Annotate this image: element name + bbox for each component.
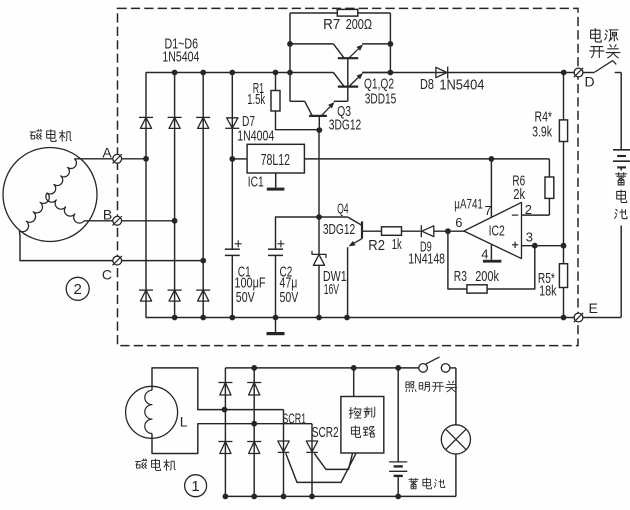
svg-text:6: 6 — [455, 215, 462, 230]
svg-text:1N4148: 1N4148 — [408, 251, 445, 267]
svg-text:C1: C1 — [238, 264, 251, 281]
svg-text:78L12: 78L12 — [261, 152, 290, 169]
svg-text:50V: 50V — [280, 289, 299, 306]
svg-text:200Ω: 200Ω — [346, 16, 372, 33]
svg-text:50V: 50V — [236, 289, 255, 306]
svg-text:1k: 1k — [392, 237, 402, 253]
svg-text:16V: 16V — [324, 281, 339, 298]
svg-text:Q3: Q3 — [337, 104, 351, 120]
svg-text:2k: 2k — [513, 186, 525, 203]
svg-text:2: 2 — [74, 281, 82, 298]
svg-text:1N4004: 1N4004 — [237, 129, 274, 145]
svg-text:3DG12: 3DG12 — [329, 117, 361, 133]
svg-text:SCR2: SCR2 — [312, 425, 339, 441]
svg-text:18k: 18k — [539, 284, 557, 300]
svg-text:Q4: Q4 — [337, 202, 349, 218]
svg-text:7: 7 — [484, 203, 491, 218]
svg-text:Q1,Q2: Q1,Q2 — [364, 77, 394, 93]
svg-text:C2: C2 — [280, 264, 293, 281]
svg-text:R4*: R4* — [535, 109, 553, 125]
svg-text:D7: D7 — [242, 114, 255, 130]
svg-text:L: L — [180, 414, 188, 430]
svg-text:R6: R6 — [512, 173, 525, 190]
svg-text:R7: R7 — [323, 16, 340, 33]
svg-text:SCR1: SCR1 — [282, 412, 306, 428]
svg-text:1: 1 — [191, 478, 199, 495]
svg-text:B: B — [103, 207, 112, 223]
svg-text:1N5404: 1N5404 — [439, 78, 484, 94]
svg-text:μA741: μA741 — [454, 197, 483, 212]
svg-text:D9: D9 — [420, 240, 432, 256]
svg-text:C: C — [102, 266, 112, 282]
svg-text:1N5404: 1N5404 — [162, 50, 199, 66]
svg-text:D1~D6: D1~D6 — [165, 36, 199, 52]
svg-text:D: D — [585, 74, 595, 90]
svg-text:3DD15: 3DD15 — [365, 92, 397, 108]
svg-text:IC2: IC2 — [489, 223, 505, 240]
svg-text:A: A — [102, 145, 112, 161]
svg-text:R1: R1 — [253, 81, 264, 97]
svg-text:R5*: R5* — [538, 271, 555, 287]
svg-text:2: 2 — [525, 202, 532, 217]
svg-text:DW1: DW1 — [323, 268, 347, 285]
svg-text:R2: R2 — [368, 238, 385, 254]
svg-text:E: E — [589, 300, 598, 316]
svg-text:R3: R3 — [454, 269, 467, 285]
svg-text:100μF: 100μF — [234, 275, 265, 292]
svg-text:4: 4 — [481, 247, 488, 262]
svg-text:200k: 200k — [475, 269, 499, 285]
svg-text:3: 3 — [526, 229, 533, 244]
svg-text:3.9k: 3.9k — [532, 124, 553, 140]
svg-text:1.5k: 1.5k — [247, 92, 265, 108]
svg-text:D8: D8 — [420, 77, 434, 93]
svg-text:3DG12: 3DG12 — [323, 222, 355, 238]
svg-text:47μ: 47μ — [280, 275, 298, 292]
svg-text:IC1: IC1 — [248, 174, 264, 191]
